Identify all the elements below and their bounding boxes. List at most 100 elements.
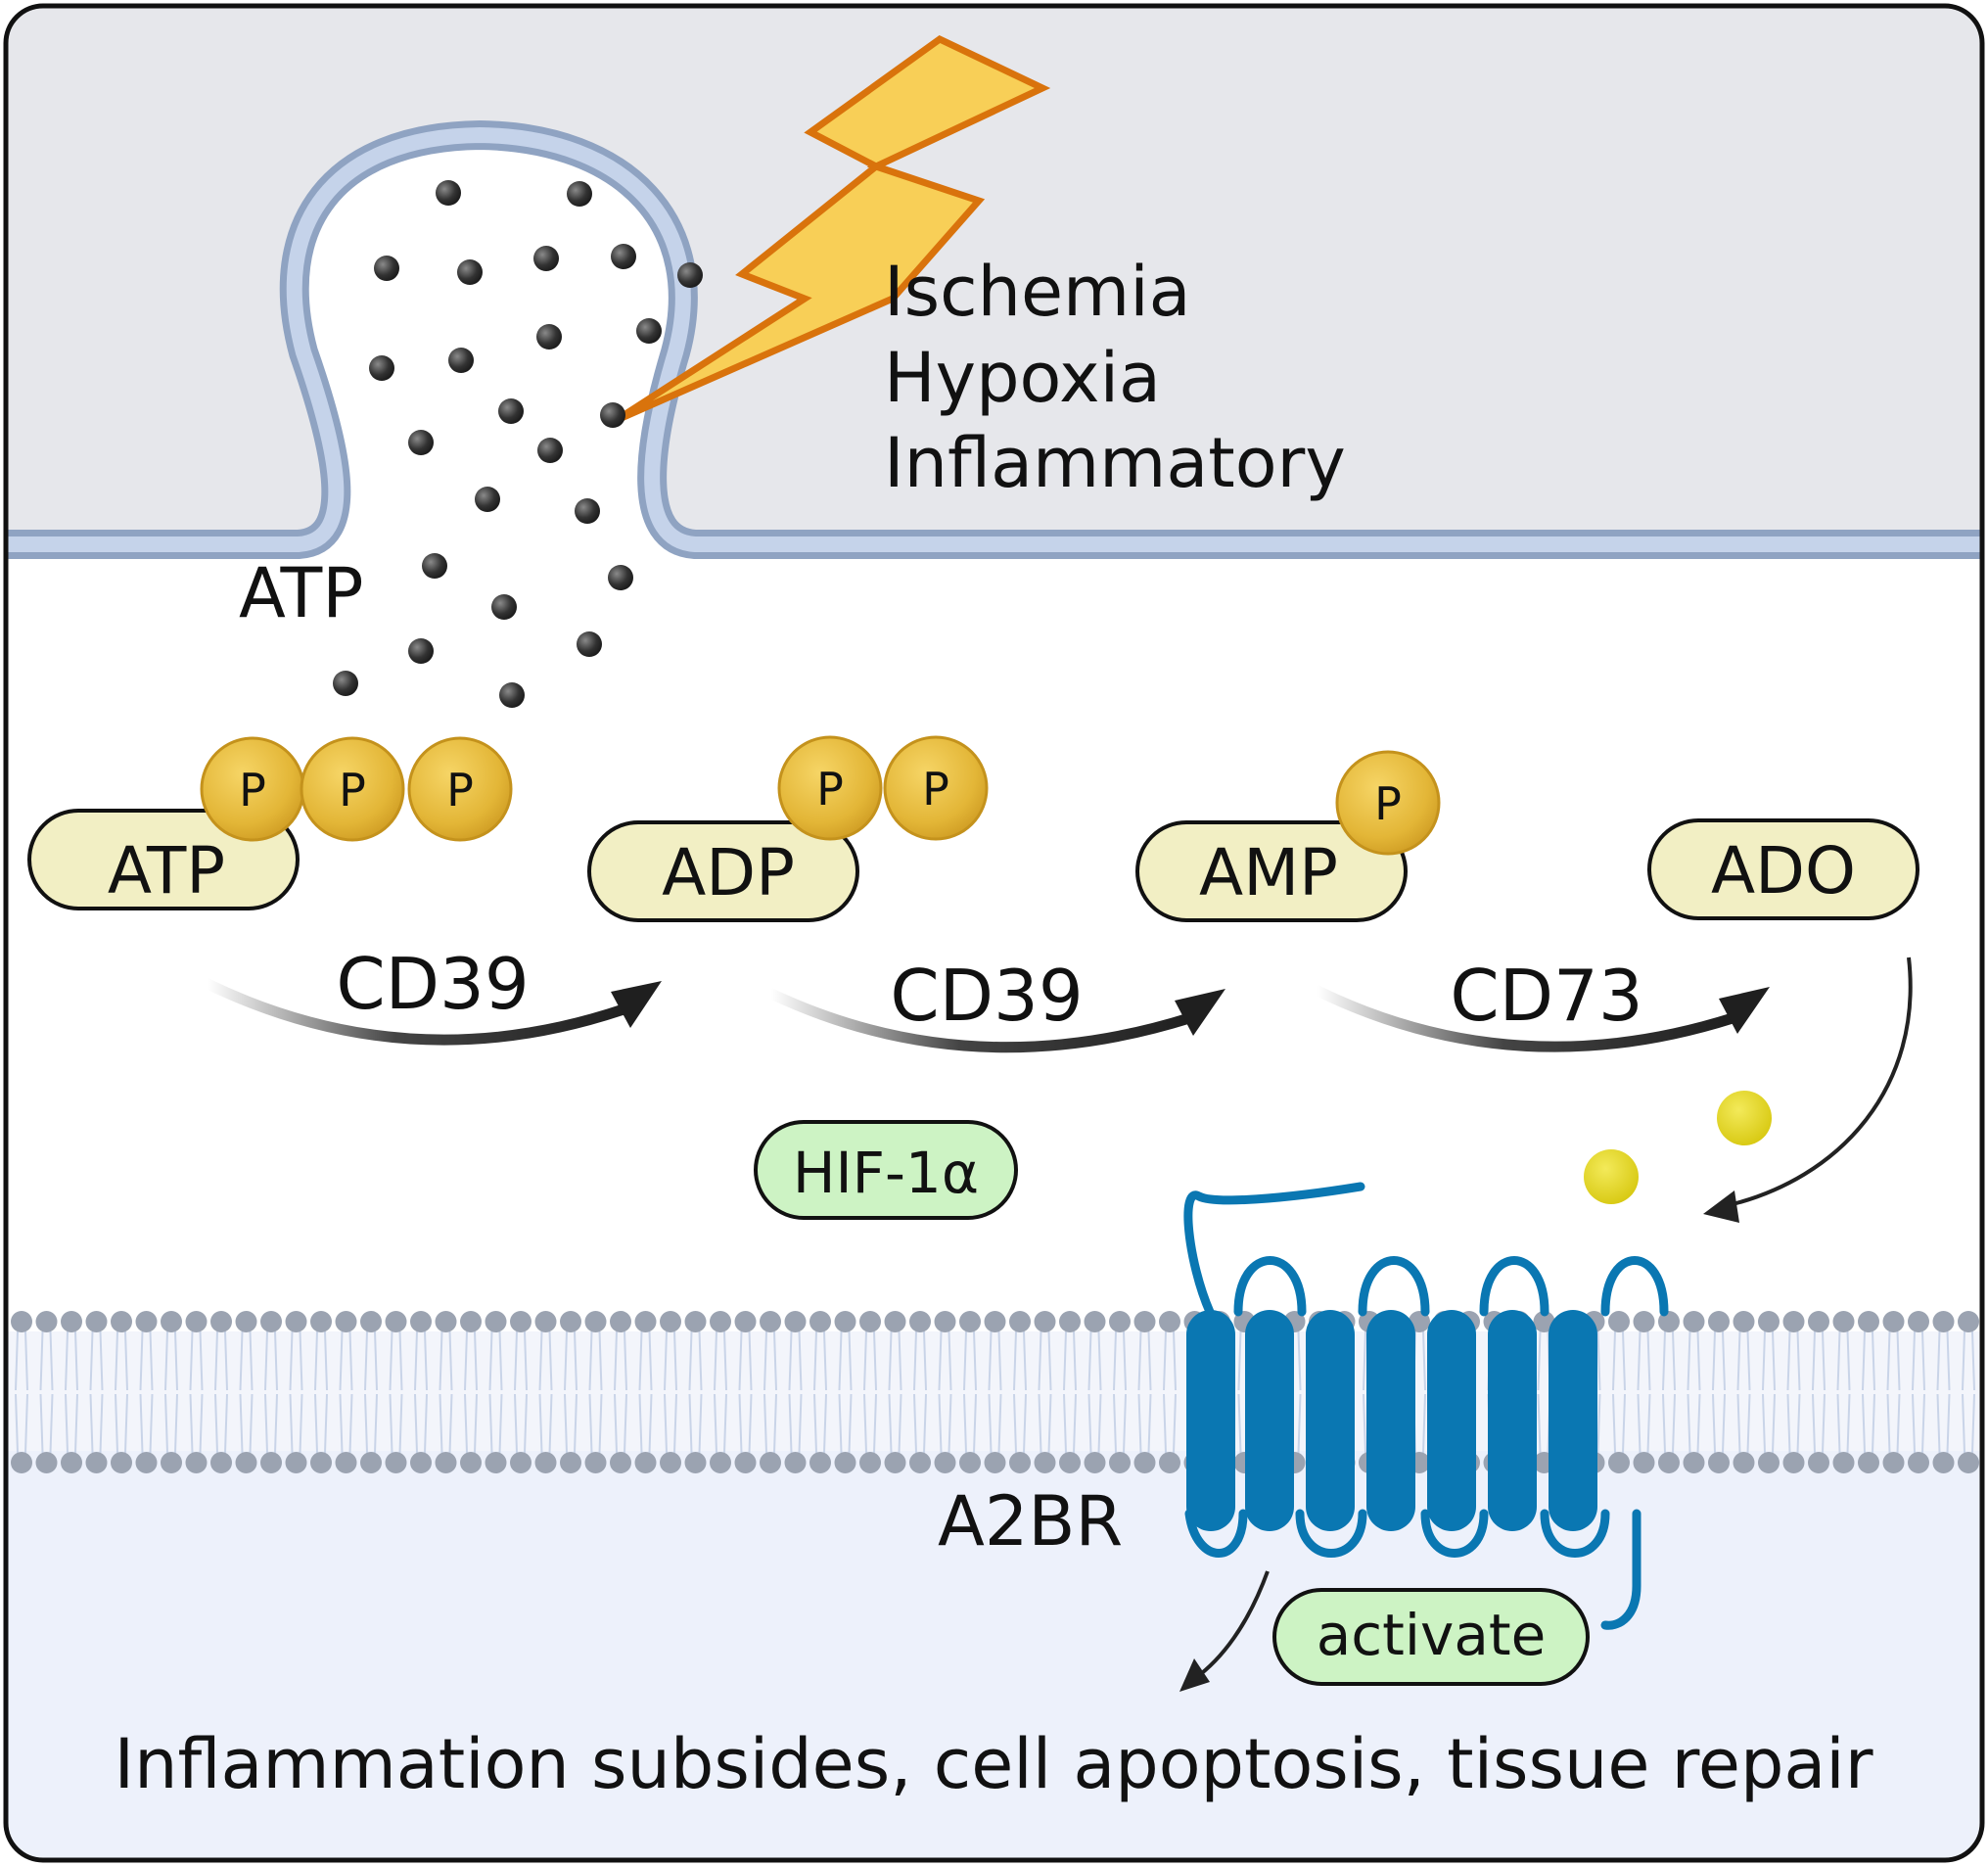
- lipid-head: [959, 1311, 981, 1332]
- lipid-head: [510, 1311, 532, 1332]
- atp-particle: [636, 318, 662, 344]
- lipid-head: [360, 1311, 382, 1332]
- lipid-head: [310, 1452, 332, 1473]
- lipid-head: [1034, 1311, 1056, 1332]
- lipid-head: [610, 1311, 631, 1332]
- stimulus-hypoxia: Hypoxia: [884, 338, 1161, 418]
- lipid-head: [135, 1452, 158, 1473]
- lipid-head: [385, 1452, 407, 1473]
- atp-particle: [575, 498, 600, 524]
- lipid-head: [61, 1311, 82, 1332]
- transmembrane-helix: [1366, 1310, 1415, 1531]
- lipid-head: [610, 1452, 631, 1473]
- lipid-head: [760, 1452, 781, 1473]
- molecule-adp-label: ADP: [662, 835, 795, 910]
- lipid-head: [1109, 1311, 1131, 1332]
- lipid-head: [1084, 1452, 1106, 1473]
- atp-particle: [374, 256, 399, 281]
- hif-1a-label: HIF-1α: [793, 1140, 979, 1206]
- lipid-head: [1683, 1452, 1705, 1473]
- lipid-head: [1782, 1311, 1805, 1332]
- transmembrane-helix: [1245, 1310, 1294, 1531]
- adenosine-particle: [1584, 1149, 1639, 1204]
- lipid-head: [235, 1311, 257, 1332]
- lipid-head: [534, 1452, 557, 1473]
- atp-particle: [475, 487, 500, 512]
- receptor-label: A2BR: [938, 1481, 1123, 1562]
- atp-particle: [537, 438, 563, 463]
- phosphate-icon: P: [777, 735, 883, 841]
- molecule-amp-label: AMP: [1199, 835, 1338, 910]
- lipid-head: [11, 1452, 32, 1473]
- lipid-head: [435, 1452, 457, 1473]
- lipid-head: [1109, 1452, 1131, 1473]
- lipid-head: [111, 1311, 132, 1332]
- atp-particle: [448, 348, 474, 373]
- lipid-head: [859, 1452, 881, 1473]
- lipid-head: [85, 1452, 108, 1473]
- molecule-ado-label: ADO: [1711, 833, 1856, 909]
- lipid-head: [984, 1311, 1006, 1332]
- lipid-head: [335, 1452, 357, 1473]
- atp-particle: [422, 553, 447, 579]
- lipid-head: [460, 1311, 482, 1332]
- transmembrane-helix: [1306, 1310, 1355, 1531]
- lipid-head: [410, 1452, 432, 1473]
- lipid-head: [360, 1452, 382, 1473]
- lipid-head: [560, 1452, 581, 1473]
- outcome-arrow: [1179, 1570, 1270, 1692]
- lipid-head: [1958, 1311, 1979, 1332]
- lipid-head: [1034, 1452, 1056, 1473]
- lipid-head: [760, 1311, 781, 1332]
- atp-particle: [611, 244, 636, 269]
- lipid-head: [1159, 1311, 1180, 1332]
- lipid-head: [1533, 1311, 1555, 1332]
- atp-particle: [677, 262, 703, 288]
- lipid-head: [734, 1311, 757, 1332]
- lipid-head: [235, 1452, 257, 1473]
- lipid-head: [634, 1311, 657, 1332]
- lipid-head: [834, 1311, 856, 1332]
- molecule-amp: AMP: [1135, 820, 1408, 922]
- lipid-head: [534, 1311, 557, 1332]
- lipid-head: [1059, 1311, 1081, 1332]
- lipid-head: [111, 1452, 132, 1473]
- lipid-head: [485, 1452, 507, 1473]
- a2br-receptor: [1183, 1182, 1669, 1630]
- lipid-head: [660, 1452, 681, 1473]
- lipid-head: [35, 1452, 58, 1473]
- lipid-head: [1832, 1452, 1855, 1473]
- atp-particle: [457, 259, 483, 285]
- activate-action: activate: [1272, 1588, 1590, 1686]
- phosphate-icon: P: [883, 735, 989, 841]
- phosphate-label: P: [446, 764, 474, 816]
- lipid-head: [834, 1452, 856, 1473]
- lipid-head: [161, 1452, 182, 1473]
- lipid-head: [11, 1311, 32, 1332]
- ado-to-receptor-arrow: [1703, 956, 1913, 1223]
- stimulus-ischemia: Ischemia: [884, 252, 1191, 332]
- cell-membrane-bilayer: [6, 1311, 1982, 1473]
- lipid-head: [809, 1311, 831, 1332]
- conversion-arrow-atp-adp: [202, 978, 662, 1046]
- lipid-head: [460, 1452, 482, 1473]
- lipid-head: [1633, 1311, 1655, 1332]
- phosphate-icon: P: [407, 736, 513, 842]
- atp-particle: [567, 181, 592, 207]
- phosphate-icon: P: [300, 736, 405, 842]
- lipid-head: [510, 1452, 532, 1473]
- lipid-head: [684, 1311, 707, 1332]
- lipid-head: [909, 1311, 931, 1332]
- molecule-atp-label: ATP: [108, 833, 225, 909]
- lipid-head: [1758, 1311, 1780, 1332]
- atp-particle: [577, 631, 602, 657]
- lipid-head: [784, 1452, 807, 1473]
- atp-particle: [533, 246, 559, 271]
- lipid-head: [185, 1311, 208, 1332]
- atp-particle: [491, 594, 517, 620]
- lipid-head: [584, 1311, 607, 1332]
- lipid-head: [1808, 1311, 1829, 1332]
- lipid-head: [1908, 1452, 1929, 1473]
